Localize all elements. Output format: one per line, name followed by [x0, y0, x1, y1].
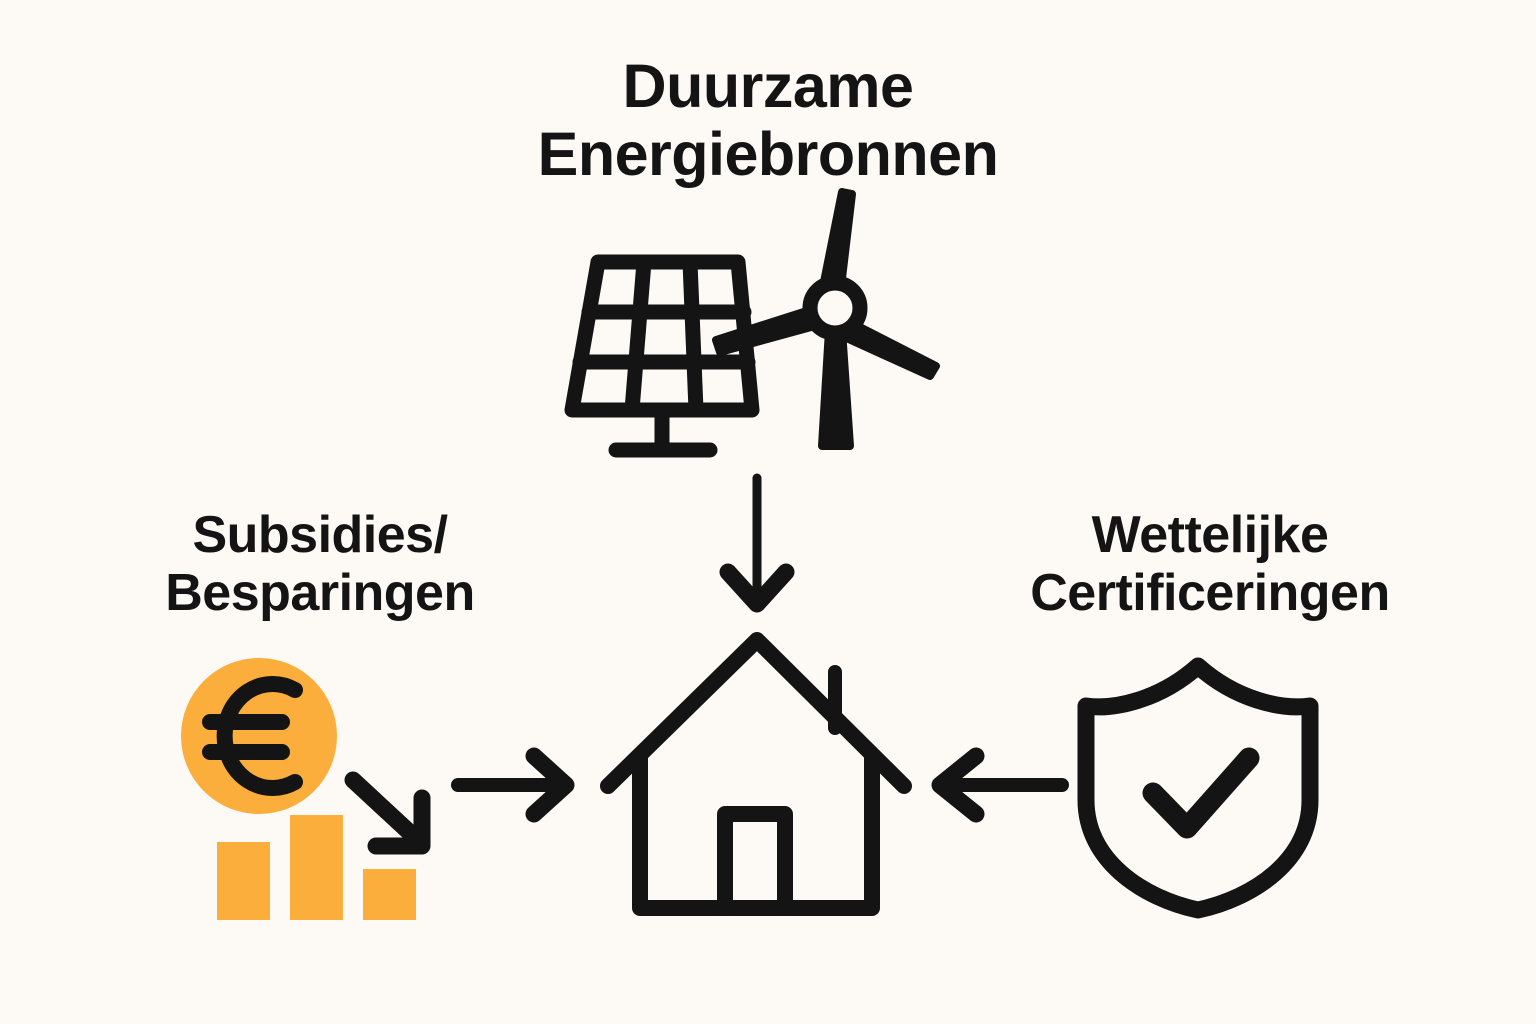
node-label-energy-sources: Duurzame Energiebronnen — [537, 52, 999, 189]
solar-panel-wind-turbine-icon — [520, 178, 980, 468]
node-label-certifications: Wettelijke Certificeringen — [1030, 506, 1390, 623]
bar-2 — [290, 815, 343, 920]
bar-3 — [363, 869, 416, 920]
euro-symbol-icon — [202, 676, 303, 796]
arrow-down-icon — [700, 473, 830, 620]
house-icon — [596, 624, 916, 924]
bar-1 — [217, 842, 270, 920]
shield-check-icon — [1058, 648, 1338, 923]
node-label-subsidies: Subsidies/ Besparingen — [165, 506, 475, 623]
arrow-right-icon — [450, 740, 590, 830]
euro-coin-declining-bars-icon — [178, 652, 468, 937]
arrow-left-icon — [920, 740, 1070, 830]
trend-arrow-down-right-icon — [344, 771, 431, 855]
